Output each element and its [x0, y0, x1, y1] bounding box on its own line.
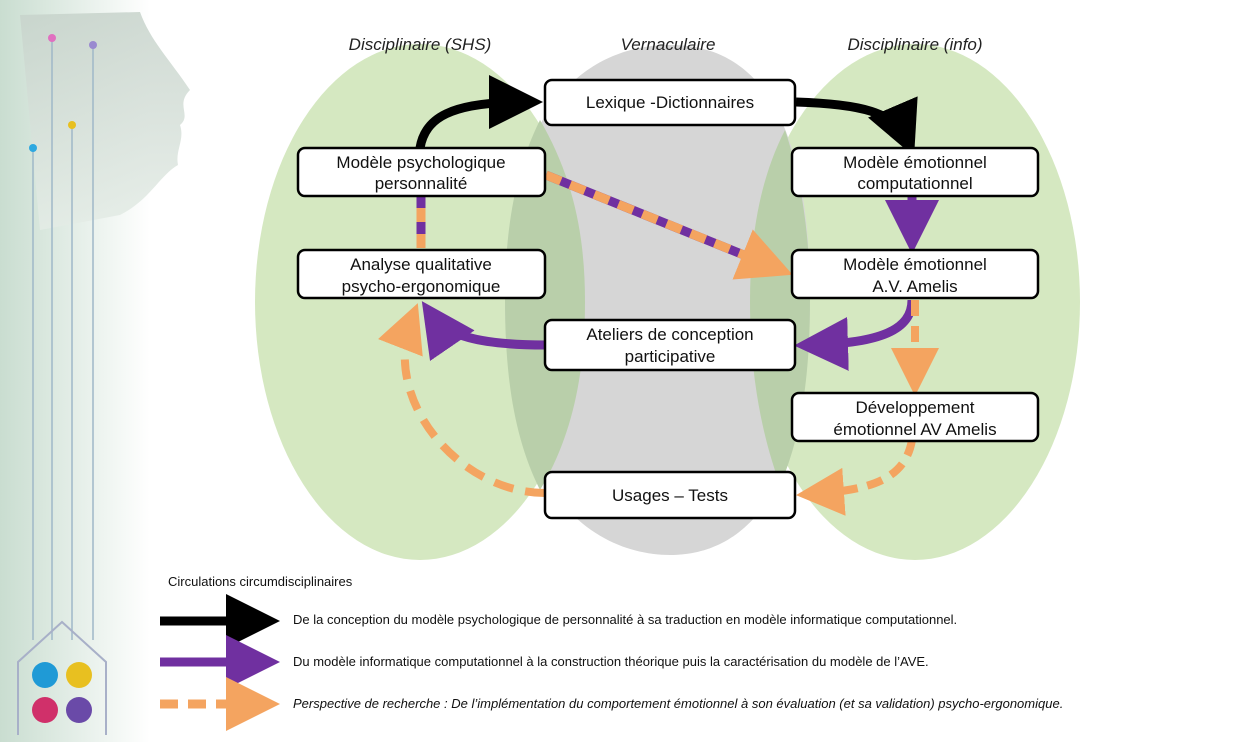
svg-text:computationnel: computationnel: [857, 174, 972, 193]
pin-blue: [29, 144, 37, 152]
badge-blue-icon: [32, 662, 58, 688]
box-usages-tests: Usages – Tests: [543, 470, 797, 520]
box-modele-amelis: Modèle émotionnel A.V. Amelis: [790, 248, 1040, 300]
badge-yellow-icon: [66, 662, 92, 688]
legend-text-purple: Du modèle informatique computationnel à …: [293, 654, 929, 669]
pin-pink: [48, 34, 56, 42]
box-analyse-qualitative: Analyse qualitative psycho-ergonomique: [296, 248, 547, 300]
arrow-orange-usages-to-analyse: [378, 303, 546, 497]
pin-yellow: [68, 121, 76, 129]
svg-text:Modèle émotionnel: Modèle émotionnel: [843, 255, 987, 274]
box-developpement-amelis: Développement émotionnel AV Amelis: [790, 391, 1040, 443]
decorative-sidebar-illustration: [0, 0, 190, 742]
overlap-left: [505, 120, 585, 490]
svg-text:Lexique -Dictionnaires: Lexique -Dictionnaires: [586, 93, 754, 112]
legend-title: Circulations circumdisciplinaires: [168, 574, 353, 589]
column-label-shs: Disciplinaire (SHS): [349, 35, 492, 54]
svg-text:participative: participative: [625, 347, 716, 366]
svg-text:Ateliers de conception: Ateliers de conception: [586, 325, 753, 344]
svg-text:A.V. Amelis: A.V. Amelis: [872, 277, 957, 296]
box-lexique-dictionnaires: Lexique -Dictionnaires: [543, 78, 797, 127]
svg-text:Modèle émotionnel: Modèle émotionnel: [843, 153, 987, 172]
svg-text:personnalité: personnalité: [375, 174, 468, 193]
ellipse-vernaculaire: [505, 45, 810, 555]
arrow-purple-ateliers-to-analyse: [421, 301, 546, 361]
svg-text:psycho-ergonomique: psycho-ergonomique: [342, 277, 501, 296]
face-silhouette: [20, 12, 190, 230]
arrow-orange-developpement-to-usages: [796, 439, 916, 516]
svg-text:émotionnel AV Amelis: émotionnel AV Amelis: [833, 420, 996, 439]
box-ateliers-conception: Ateliers de conception participative: [543, 318, 797, 372]
svg-text:Modèle psychologique: Modèle psychologique: [336, 153, 505, 172]
badge-pink-icon: [32, 697, 58, 723]
arrow-black-lexique-to-computationnel: [795, 96, 918, 157]
arrow-black-psy-to-lexique: [415, 75, 543, 149]
svg-text:Usages – Tests: Usages – Tests: [612, 486, 728, 505]
box-modele-computationnel: Modèle émotionnel computationnel: [790, 146, 1040, 198]
house-outline-icon: [17, 620, 107, 735]
badge-violet-icon: [66, 697, 92, 723]
pin-violet: [89, 41, 97, 49]
column-label-info: Disciplinaire (info): [847, 35, 982, 54]
arrow-diagonal-psy-to-amelis-orange: [544, 170, 793, 280]
svg-text:Analyse qualitative: Analyse qualitative: [350, 255, 492, 274]
legend-text-black: De la conception du modèle psychologique…: [293, 612, 958, 627]
svg-text:Développement: Développement: [855, 398, 974, 417]
arrow-purple-amelis-to-ateliers: [794, 299, 917, 371]
column-label-vernaculaire: Vernaculaire: [621, 35, 716, 54]
legend-text-orange: Perspective de recherche : De l’implémen…: [293, 696, 1064, 711]
box-modele-psychologique: Modèle psychologique personnalité: [296, 146, 547, 198]
